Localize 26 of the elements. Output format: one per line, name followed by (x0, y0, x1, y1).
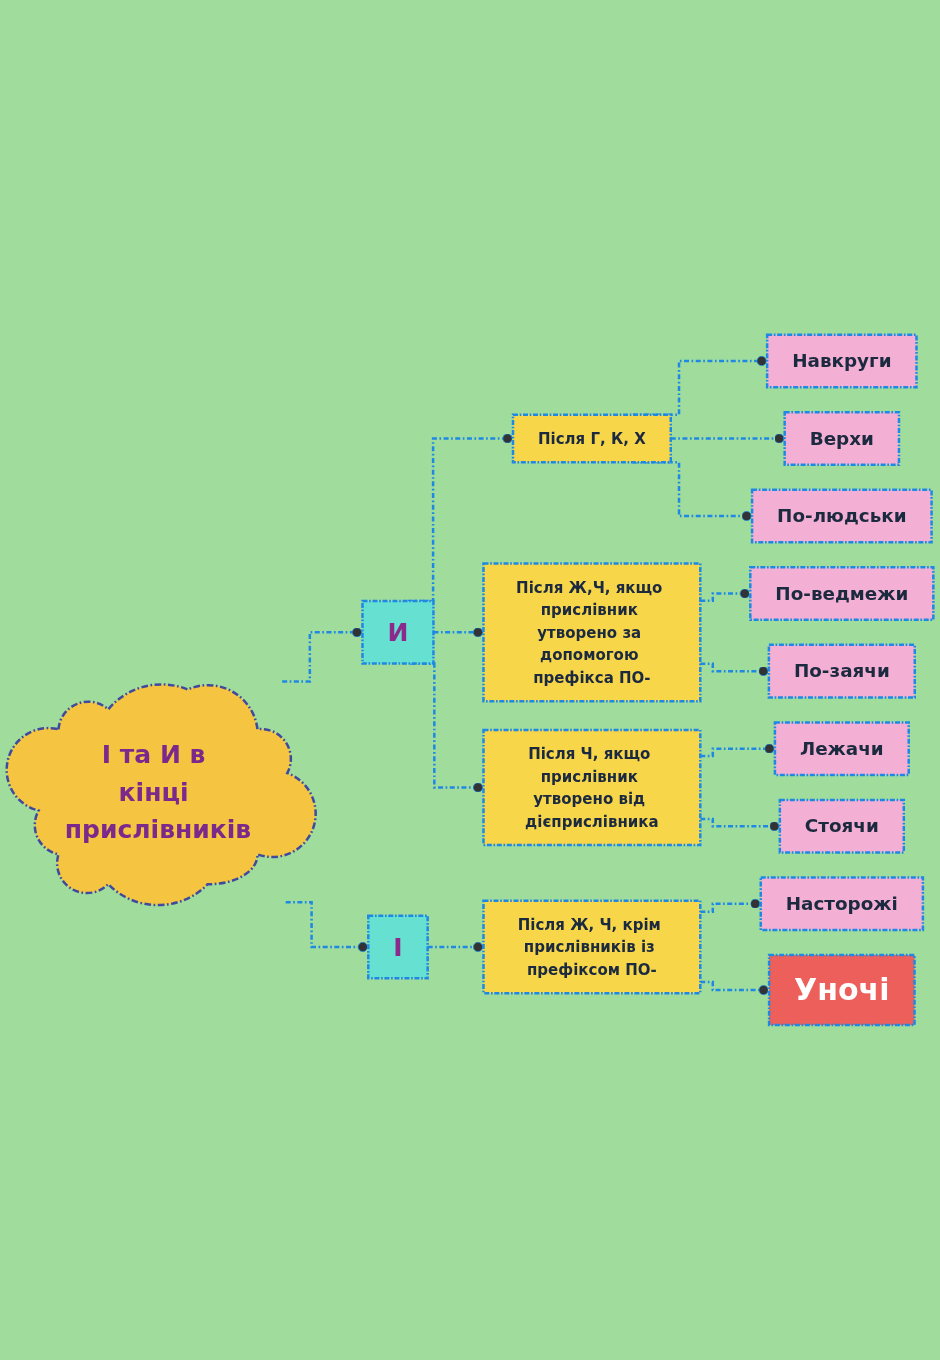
connector (427, 942, 484, 953)
connector (700, 980, 770, 996)
connector (700, 898, 761, 914)
node-box: Уночі (767, 953, 916, 1027)
node-box: По-заячи (767, 643, 916, 699)
node-box: Після Ч, якщо прислівник утворено від дієприслівника (482, 728, 702, 847)
connector (670, 433, 785, 444)
node-box: По-ведмежи (749, 566, 935, 622)
node-box: Верхи (783, 411, 901, 467)
connector (285, 901, 369, 953)
connector (700, 743, 775, 758)
node-box: И (361, 599, 435, 665)
connector (282, 627, 363, 683)
connector (700, 817, 780, 832)
node-box: Після Ж,Ч, якщо прислівник утворено за допомогою префікса ПО- (482, 562, 702, 703)
node-box: І (367, 914, 429, 980)
node-box: По-людськи (750, 488, 933, 544)
node-box: Після Ж, Ч, крім прислівників із префіксом ПО- (482, 899, 702, 995)
node-box: Насторожі (759, 876, 925, 932)
node-box: Стоячи (778, 798, 906, 854)
node-box: Навкруги (765, 333, 918, 389)
connector (700, 662, 769, 677)
node-box: Лежачи (773, 721, 910, 777)
connector (433, 627, 484, 638)
connector (700, 588, 751, 603)
node-box: Після Г, К, Х (511, 413, 672, 464)
